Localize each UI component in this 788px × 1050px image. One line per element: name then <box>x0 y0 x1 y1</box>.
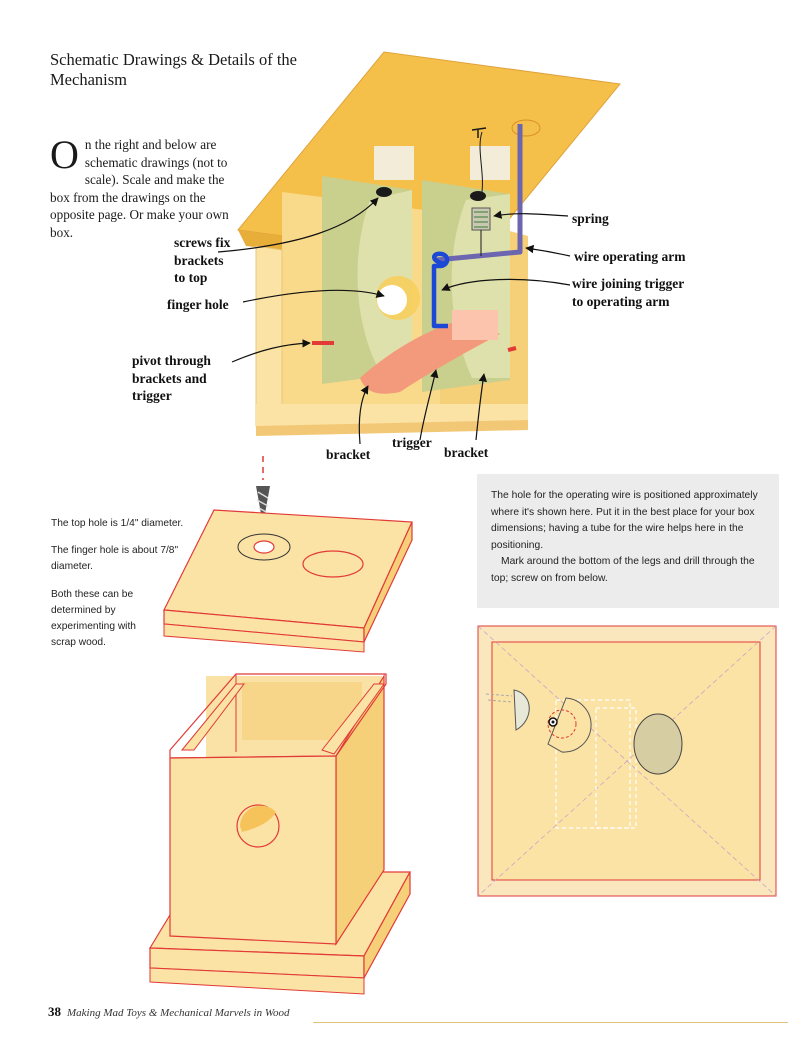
finger-hole-outline <box>302 550 364 578</box>
book-title: Making Mad Toys & Mechanical Marvels in … <box>67 1007 290 1019</box>
top-view-plan <box>477 625 777 897</box>
callout-trigger: trigger <box>392 435 432 450</box>
intro-text: n the right and below are schematic draw… <box>50 137 229 240</box>
callout-wire-join: wire joining trigger to operating arm <box>572 275 684 310</box>
note-top-hole-fraction: 1/4" <box>120 518 139 529</box>
callout-bracket-right: bracket <box>444 445 489 460</box>
callout-wire-join-line2: to operating arm <box>572 293 670 309</box>
callout-screws-line1: screws fix <box>174 235 231 250</box>
note-top-hole: The top hole is 1/4" diameter. <box>51 516 221 532</box>
screw-hole-right <box>470 191 486 201</box>
top-hole-outline <box>237 533 291 561</box>
note-experiment: Both these can be determined by experime… <box>51 589 136 648</box>
callout-wire-arm: wire operating arm <box>574 249 686 264</box>
drop-cap: O <box>50 132 79 177</box>
drill-profile-icon <box>513 689 530 731</box>
info-paragraph-2: Mark around the bottom of the legs and d… <box>491 556 755 584</box>
callout-screws-line2: brackets <box>174 252 224 268</box>
callout-wire-join-line1: wire joining trigger <box>572 276 685 291</box>
page-title: Schematic Drawings & Details of the Mech… <box>50 50 297 89</box>
screw-hole-left <box>376 187 392 197</box>
note-finger-hole-suffix: diameter. <box>51 561 93 572</box>
wire-operating-arm <box>435 124 523 263</box>
note-finger-hole-fraction: 7/8" <box>160 545 179 556</box>
drill-bit-icon <box>256 486 270 520</box>
info-box: The hole for the operating wire is posit… <box>477 474 779 608</box>
callout-pivot-line2: brackets and <box>132 370 207 386</box>
page-number: 38 <box>48 1004 61 1019</box>
callout-pivot-line3: trigger <box>132 388 172 403</box>
callout-pivot-line1: pivot through <box>132 353 211 368</box>
note-top-hole-text: The top hole is <box>51 518 121 529</box>
callout-bracket-left: bracket <box>326 447 371 462</box>
note-finger-hole-text: The finger hole is about <box>51 545 161 556</box>
callout-screws-line3: to top <box>174 270 208 285</box>
open-box-drawing <box>148 673 412 995</box>
callout-pivot: pivot through brackets and trigger <box>132 352 211 405</box>
callout-spring: spring <box>572 211 609 226</box>
callout-screws: screws fix brackets to top <box>174 234 254 287</box>
plan-finger-hole <box>633 713 683 775</box>
lid-drawing <box>163 456 413 653</box>
box-schematic <box>237 51 621 436</box>
callout-finger-hole: finger hole <box>167 297 229 312</box>
pivot-pin-right <box>507 346 517 352</box>
footer-rule <box>313 1022 788 1023</box>
wire-joining-trigger <box>431 251 450 329</box>
note-finger-hole: The finger hole is about 7/8" diameter. <box>51 543 201 575</box>
info-paragraph-1: The hole for the operating wire is posit… <box>491 490 758 551</box>
leader-lines <box>217 197 571 445</box>
note-top-hole-suffix: diameter. <box>138 518 184 529</box>
page-footer: 38 Making Mad Toys & Mechanical Marvels i… <box>48 1004 290 1020</box>
